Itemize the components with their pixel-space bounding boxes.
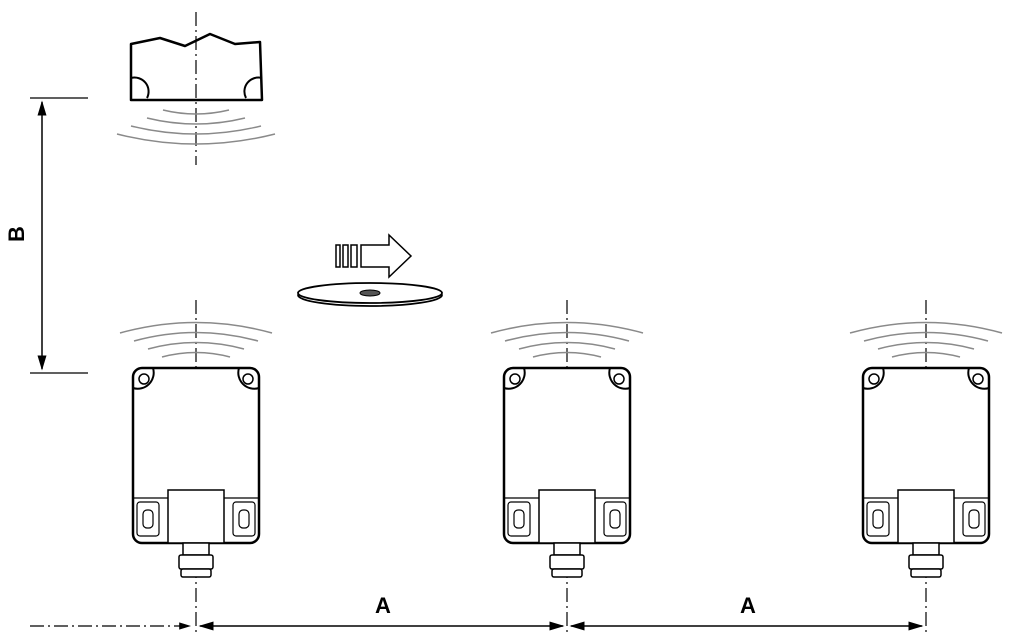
distance-b-label: B [4, 226, 29, 242]
sensor-1-connector [178, 542, 214, 578]
top-sensor-waves [116, 109, 276, 145]
moving-target [297, 282, 443, 307]
spacing-a-label-1: A [375, 593, 391, 618]
sensor-1-waves [119, 321, 273, 358]
spacing-a-dimensions: A A [30, 593, 924, 631]
spacing-a-label-2: A [740, 593, 756, 618]
bottom-sensor-2 [490, 300, 644, 635]
sensor-2-waves [490, 321, 644, 358]
sensor-3-connector [908, 542, 944, 578]
sensor-3-waves [849, 321, 1003, 358]
top-sensor [116, 12, 276, 165]
distance-b-dimension: B [4, 97, 88, 374]
bottom-sensor-1 [119, 300, 273, 635]
bottom-sensor-3 [849, 300, 1003, 635]
sensor-2-connector [549, 542, 585, 578]
direction-arrow-icon [335, 233, 413, 279]
